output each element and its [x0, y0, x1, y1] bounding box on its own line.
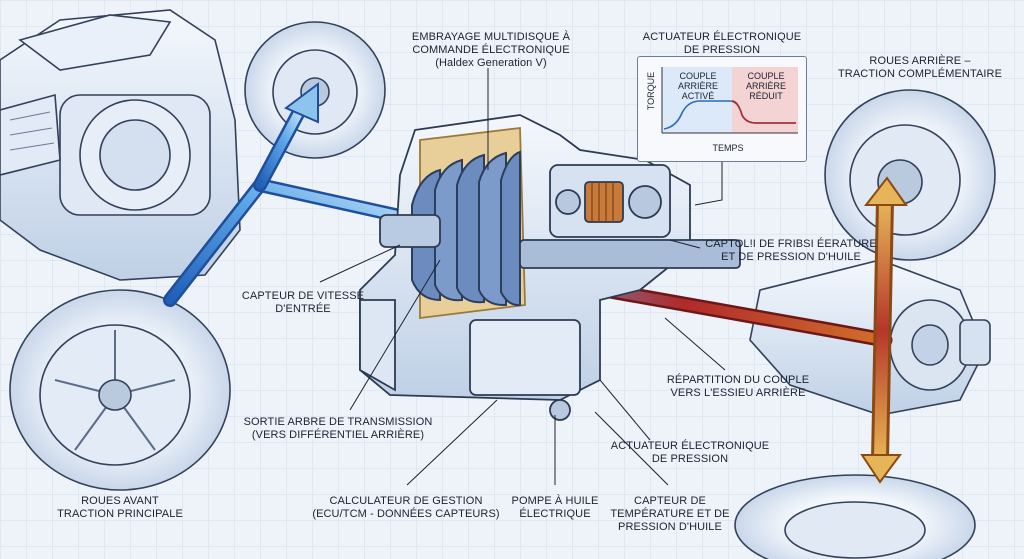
label-ecu: CALCULATEUR DE GESTION (ECU/TCM - DONNÉE…	[312, 495, 500, 520]
inset-phase-activated: COUPLE ARRIÈRE ACTIVÉ	[677, 71, 718, 101]
engine-block	[0, 9, 241, 281]
pressure-actuator-motor	[549, 164, 671, 238]
label-actuator-bottom: ACTUATEUR ÉLECTRONIQUE DE PRESSION	[610, 440, 770, 465]
pressure-inset-chart: TORQUE COUPLE ARRIÈRE ACTIVÉ COUPLE ARRI…	[637, 56, 807, 162]
inset-x-label: TEMPS	[712, 143, 744, 153]
label-front-wheels: ROUES AVANT TRACTION PRINCIPALE	[57, 495, 183, 520]
inset-plot	[661, 67, 798, 134]
label-torque-split: RÉPARTITION DU COUPLE VERS L'ESSIEU ARRI…	[666, 374, 810, 399]
front-wheel-bottom	[9, 289, 231, 491]
label-temp-sensor-bottom: CAPTEUR DE TEMPÉRATURE ET DE PRESSION D'…	[610, 495, 730, 533]
rear-wheel-top	[824, 89, 996, 261]
phase-reduced-region	[732, 67, 798, 133]
label-output-shaft: SORTIE ARBRE DE TRANSMISSION (VERS DIFFÉ…	[243, 416, 433, 441]
leader-lines	[319, 68, 726, 486]
inset-phase-reduced: COUPLE ARRIÈRE RÉDUIT	[745, 71, 786, 101]
label-input-speed-sensor: CAPTEUR DE VITESSE D'ENTRÉE	[241, 290, 365, 315]
torque-curve-reduced	[731, 100, 796, 124]
inset-y-label: TORQUE	[646, 71, 656, 111]
front-flow-arrows	[163, 82, 402, 307]
coupling-housing	[359, 114, 741, 421]
label-clutch-generation: (Haldex Generation V)	[435, 57, 547, 69]
phase-activated-region	[662, 67, 732, 133]
label-temp-sensor-right: CAPTOL!I DE FRIBSI ÉERATURE ET DE PRESSI…	[705, 238, 877, 263]
label-clutch: EMBRAYAGE MULTIDISQUE À COMMANDE ÉLECTRO…	[411, 31, 571, 56]
rear-wheel-bottom	[734, 474, 976, 559]
label-oil-pump: POMPE À HUILE ÉLECTRIQUE	[511, 495, 599, 520]
label-actuator-top: ACTUATEUR ÉLECTRONIQUE DE PRESSION	[642, 31, 802, 56]
label-rear-wheels: ROUES ARRIÈRE – TRACTION COMPLÉMENTAIRE	[837, 55, 1003, 80]
